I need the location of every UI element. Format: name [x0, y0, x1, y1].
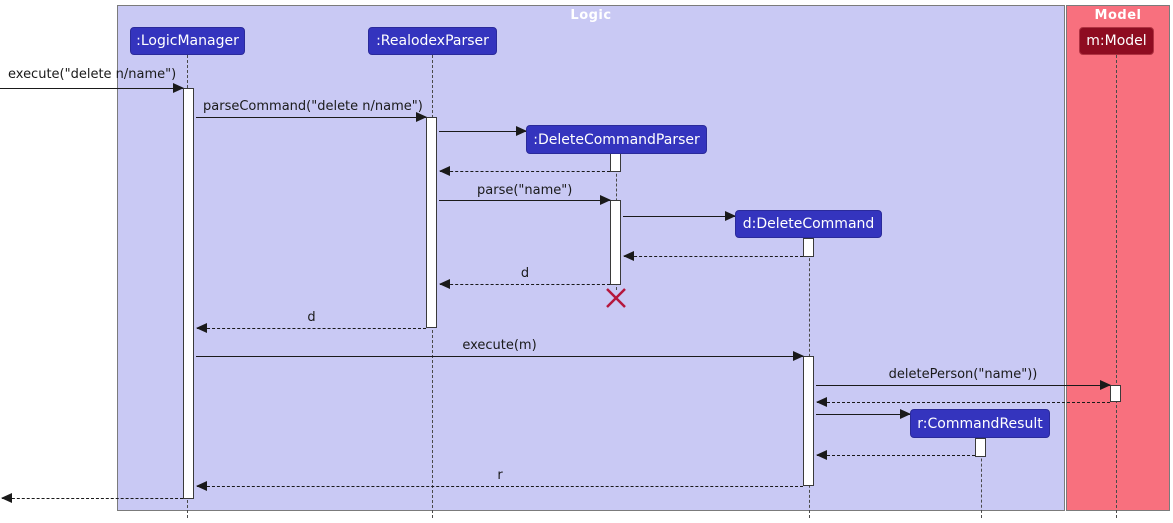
participant-delete-command-parser: :DeleteCommandParser: [526, 125, 707, 154]
activation-delete-command-parser-create: [610, 153, 621, 172]
participant-logic-manager: :LogicManager: [130, 27, 245, 55]
activation-model: [1110, 385, 1121, 402]
participant-logic-manager-label: :LogicManager: [136, 33, 239, 49]
activation-realodex-parser: [426, 117, 437, 328]
participant-realodex-parser: :RealodexParser: [368, 27, 497, 55]
participant-delete-command: d:DeleteCommand: [735, 210, 882, 238]
message-return-r: [196, 481, 803, 491]
activation-delete-command-create: [803, 238, 814, 257]
message-label-parse: parse("name"): [477, 183, 573, 198]
message-label-execute-m: execute(m): [462, 338, 537, 353]
participant-delete-command-label: d:DeleteCommand: [742, 216, 875, 232]
message-return-d-to-parser: [439, 279, 610, 289]
lifeline-model: [1116, 55, 1117, 518]
message-parse-command: [196, 112, 427, 122]
message-label-parse-command: parseCommand("delete n/name"): [203, 99, 423, 114]
activation-delete-command-execute: [803, 356, 814, 486]
arrowhead-left-icon: [439, 279, 450, 289]
message-return-d-to-manager: [196, 323, 426, 333]
message-label-execute-entry: execute("delete n/name"): [8, 67, 177, 82]
arrowhead-right-icon: [900, 409, 911, 419]
message-delete-person: [816, 380, 1111, 390]
arrowhead-left-icon: [623, 251, 634, 261]
message-return-delete-person: [816, 397, 1110, 407]
destroy-x-icon: [606, 288, 626, 308]
message-label-delete-person: deletePerson("name")): [888, 367, 1038, 382]
activation-command-result: [975, 438, 986, 457]
participant-model-label: m:Model: [1086, 33, 1147, 49]
activation-delete-command-parser-parse: [610, 200, 621, 285]
lifeline-command-result: [981, 438, 982, 518]
participant-command-result: r:CommandResult: [910, 409, 1050, 438]
message-create-delete-command: [623, 211, 736, 221]
message-return-create-result: [816, 450, 975, 460]
arrowhead-left-icon: [196, 323, 207, 333]
arrowhead-right-icon: [600, 195, 611, 205]
participant-command-result-label: r:CommandResult: [917, 415, 1043, 432]
arrowhead-right-icon: [725, 211, 736, 221]
arrowhead-right-icon: [173, 83, 184, 93]
message-create-delete-command-parser: [439, 126, 527, 136]
arrowhead-left-icon: [1, 493, 12, 503]
message-execute-entry: [0, 83, 184, 93]
participant-model: m:Model: [1079, 27, 1154, 55]
arrowhead-right-icon: [1100, 380, 1111, 390]
arrowhead-left-icon: [439, 166, 450, 176]
message-label-return-d-to-parser: d: [520, 266, 530, 281]
message-parse: [439, 195, 611, 205]
arrowhead-left-icon: [196, 481, 207, 491]
message-label-return-r: r: [497, 468, 503, 483]
model-frame-title: Model: [1094, 8, 1142, 23]
message-label-return-d-to-manager: d: [307, 310, 316, 325]
participant-realodex-parser-label: :RealodexParser: [376, 33, 489, 49]
message-create-command-result: [816, 409, 911, 419]
arrowhead-right-icon: [516, 126, 527, 136]
activation-logic-manager: [183, 88, 194, 499]
arrowhead-left-icon: [816, 397, 827, 407]
arrowhead-right-icon: [793, 351, 804, 361]
message-return-execute-entry: [1, 493, 183, 503]
logic-frame: Logic: [117, 5, 1065, 511]
message-return-create-command: [623, 251, 803, 261]
arrowhead-right-icon: [416, 112, 427, 122]
logic-frame-title: Logic: [570, 8, 612, 23]
arrowhead-left-icon: [816, 450, 827, 460]
message-return-create-parser: [439, 166, 610, 176]
message-execute-m: [196, 351, 804, 361]
model-frame: Model: [1066, 5, 1170, 511]
participant-delete-command-parser-label: :DeleteCommandParser: [533, 131, 700, 148]
